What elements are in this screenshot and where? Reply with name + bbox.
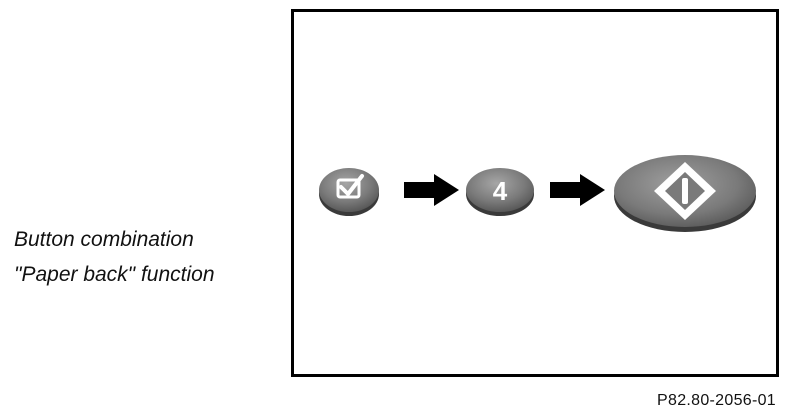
arrow-right-icon: [404, 174, 459, 206]
arrow-right-icon: [550, 174, 605, 206]
figure-reference-code: P82.80-2056-01: [657, 392, 776, 409]
start-diamond-icon: [654, 162, 716, 220]
button-sequence-diagram: 4: [319, 155, 756, 232]
checkmark-button: [319, 168, 379, 216]
button-sequence-frame: 4: [291, 9, 779, 377]
button-number-label: 4: [493, 176, 508, 206]
caption-line-1: Button combination: [14, 228, 194, 251]
diagram-caption: Button combination "Paper back" function: [14, 222, 284, 292]
start-button: [614, 155, 756, 232]
checkmark-icon: [336, 174, 364, 199]
caption-line-2: "Paper back" function: [14, 263, 215, 286]
number-4-button: 4: [466, 168, 534, 216]
